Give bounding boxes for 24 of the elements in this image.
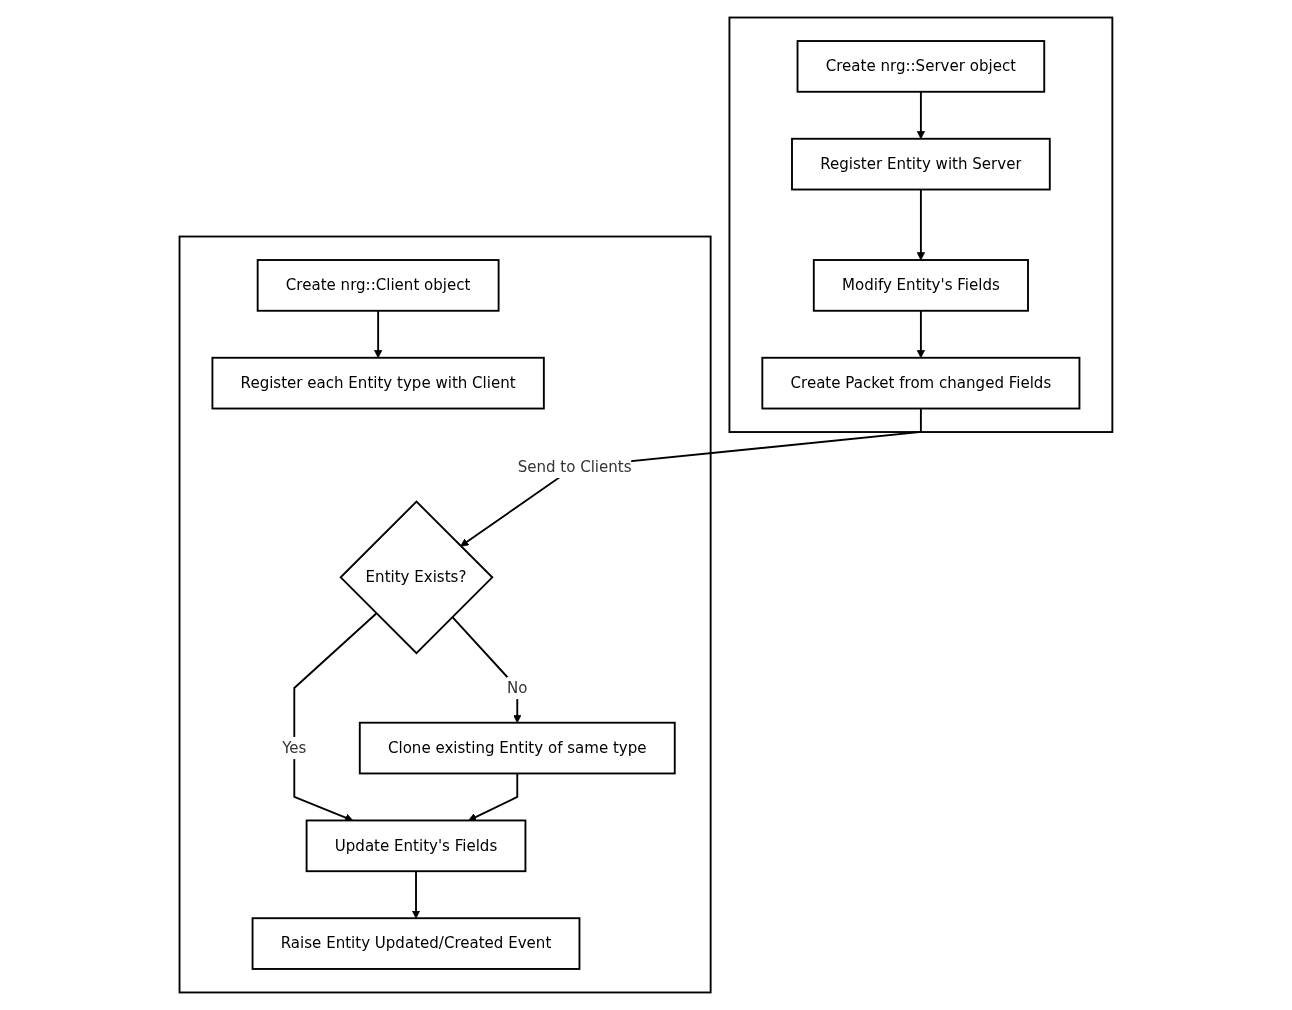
arrow <box>916 90 926 140</box>
node-box: Update Entity's Fields <box>305 819 527 873</box>
node-box: Create Packet from changed Fields <box>761 356 1081 410</box>
node-box: Create nrg::Client object <box>256 259 500 312</box>
node-box: Modify Entity's Fields <box>812 259 1029 312</box>
arrow <box>411 870 421 919</box>
arrow <box>460 407 922 547</box>
edge-label: Yes <box>282 738 307 757</box>
edge-label: Send to Clients <box>517 457 632 476</box>
arrow <box>468 772 519 821</box>
arrow <box>374 309 383 359</box>
node-box: Clone existing Entity of same type <box>358 721 676 775</box>
arrow <box>451 616 522 724</box>
node-box: Create nrg::Server object <box>796 40 1046 93</box>
cluster <box>728 16 1114 433</box>
node-box: Raise Entity Updated/Created Event <box>251 917 581 970</box>
node-box: Register Entity with Server <box>791 137 1051 191</box>
node-diamond: Entity Exists? <box>339 500 494 655</box>
node-box: Register each Entity type with Client <box>211 356 545 410</box>
arrow <box>293 612 378 822</box>
cluster <box>178 235 712 994</box>
edge-label: No <box>507 678 528 697</box>
arrow <box>916 188 926 261</box>
arrow <box>916 309 926 359</box>
